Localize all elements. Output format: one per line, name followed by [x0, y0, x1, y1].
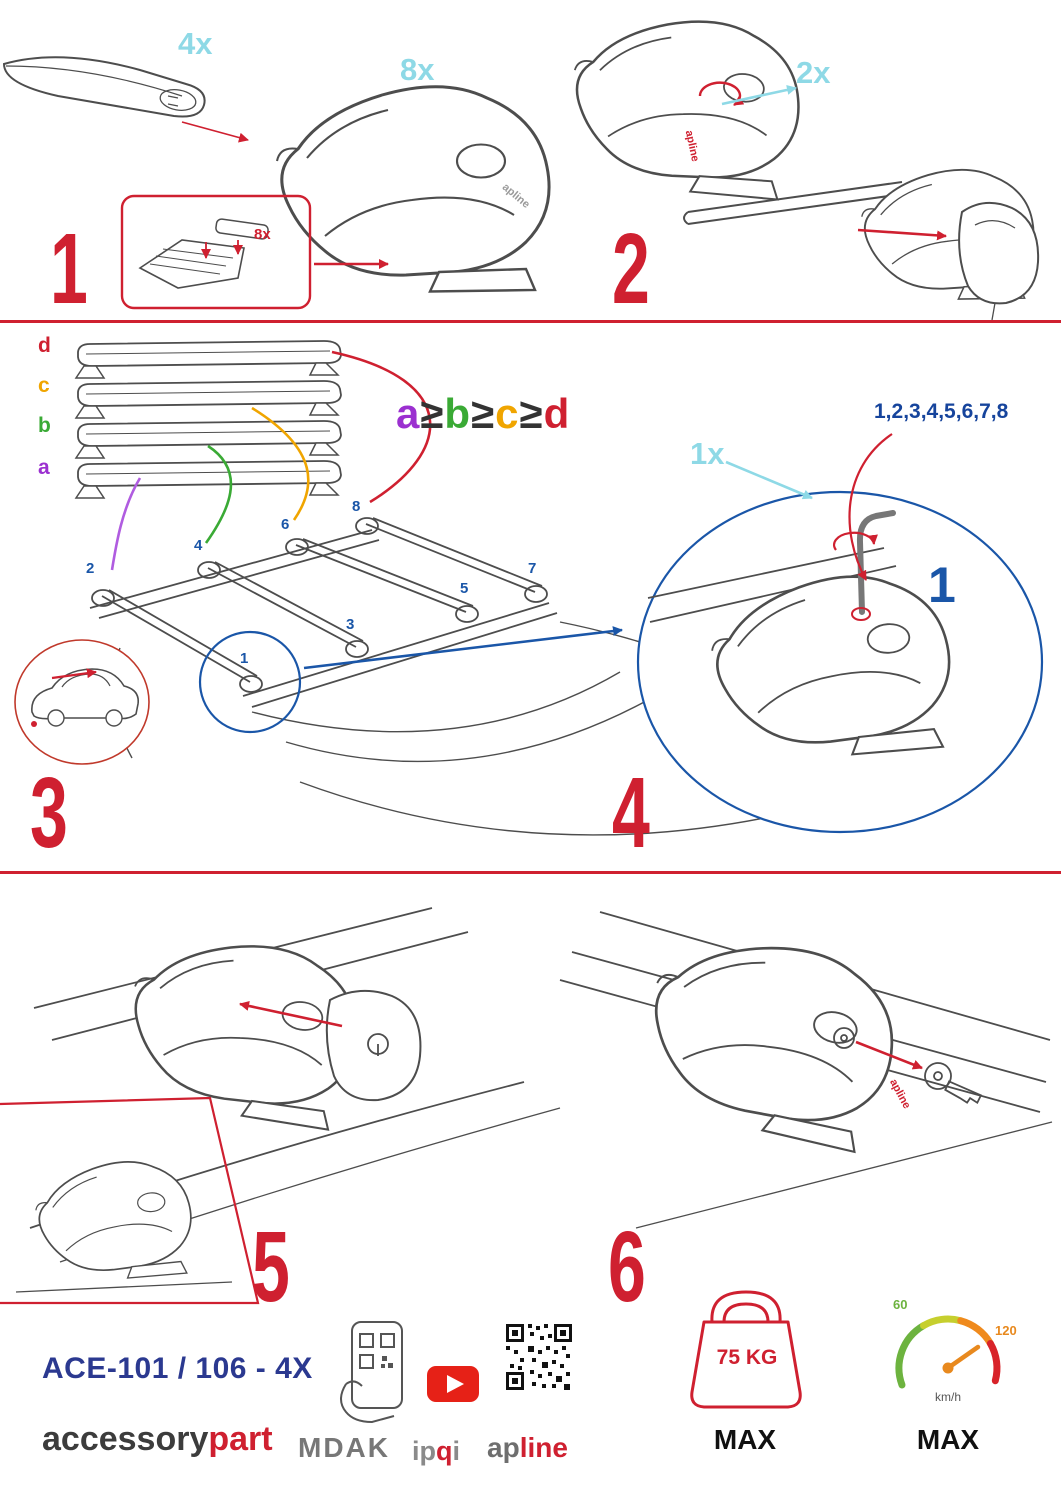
- length-formula: a≥b≥c≥d: [396, 390, 570, 438]
- ipqi-i: i: [452, 1436, 461, 1466]
- step-2-number: 2: [612, 213, 650, 325]
- bar-stack: [74, 340, 342, 499]
- rubber-pad-inset: [120, 194, 389, 310]
- crossbar-drawing: [2, 56, 249, 143]
- formula-c: c: [495, 390, 520, 437]
- position-7: 7: [528, 560, 537, 577]
- routing-curves: [110, 350, 432, 571]
- qty-label-inset: 8x: [254, 226, 271, 243]
- position-5: 5: [460, 580, 469, 597]
- mdak-logo: MDAK: [298, 1432, 390, 1463]
- step-1-number: 1: [50, 213, 88, 325]
- apline-line: line: [519, 1432, 568, 1463]
- formula-ge-icon: ≥: [471, 390, 496, 437]
- weight-limit-icon: [690, 1290, 802, 1409]
- ipqi-ip: ip: [412, 1436, 436, 1466]
- position-6: 6: [281, 516, 290, 533]
- zoom-bubble: [636, 433, 1044, 834]
- apline-logo: apline: [487, 1432, 568, 1464]
- brand-part: part: [208, 1420, 273, 1458]
- qty-label-foot: 8x: [400, 52, 435, 87]
- formula-ge-icon: ≥: [420, 390, 445, 437]
- section-divider-2: [0, 871, 1061, 874]
- bar-into-foot-drawing: [683, 168, 1040, 321]
- formula-d: d: [543, 390, 571, 437]
- max-weight-value: 75 KG: [716, 1346, 778, 1369]
- step-6-number: 6: [608, 1211, 646, 1323]
- position-1: 1: [240, 650, 249, 667]
- position-1-highlight: [198, 630, 302, 734]
- step6-drawing: [559, 911, 1053, 1229]
- step5-drawing: [0, 907, 561, 1305]
- section-divider-1: [0, 320, 1061, 323]
- brand-accessory: accessory: [42, 1420, 209, 1458]
- youtube-icon: [427, 1366, 479, 1402]
- speed-limit-icon: [895, 1315, 1001, 1389]
- tightening-sequence: 1,2,3,4,5,6,7,8: [874, 400, 1009, 423]
- speed-high-label: 120: [995, 1323, 1017, 1338]
- formula-a: a: [396, 390, 421, 437]
- qty-label-2x: 2x: [796, 55, 831, 90]
- max-weight-label: MAX: [713, 1424, 777, 1455]
- brand-wordmark: accessorypart: [42, 1420, 273, 1459]
- formula-b: b: [444, 390, 472, 437]
- ipqi-q: q: [436, 1436, 453, 1466]
- ipqi-logo: ipqi: [412, 1436, 460, 1467]
- max-speed-label: MAX: [916, 1424, 980, 1455]
- step-5-number: 5: [252, 1211, 290, 1323]
- qty-label-1x: 1x: [690, 436, 725, 471]
- zoom-arrow: [303, 626, 623, 670]
- phone-qr-icon: [340, 1321, 403, 1424]
- sequence-callout-1: 1: [928, 557, 956, 613]
- position-3: 3: [346, 616, 355, 633]
- speed-low-label: 60: [893, 1297, 908, 1312]
- qty-label-bar: 4x: [178, 26, 213, 61]
- clamp-top-drawing: [562, 7, 809, 204]
- bar-label-a: a: [38, 456, 50, 479]
- model-number: ACE-101 / 106 - 4X: [42, 1352, 313, 1385]
- turn-knob-arrow: [698, 81, 797, 107]
- position-2: 2: [86, 560, 95, 577]
- bar-label-c: c: [38, 374, 50, 397]
- formula-ge-icon: ≥: [519, 390, 544, 437]
- speed-unit-label: km/h: [934, 1390, 961, 1404]
- bar-label-d: d: [38, 334, 51, 357]
- apline-ap: ap: [487, 1432, 520, 1463]
- step-3-number: 3: [30, 757, 68, 869]
- car-inset: [14, 639, 150, 765]
- step-4-number: 4: [612, 757, 650, 869]
- qr-code: [506, 1324, 572, 1390]
- bar-label-b: b: [38, 414, 51, 437]
- position-8: 8: [352, 498, 361, 515]
- position-4: 4: [194, 537, 203, 554]
